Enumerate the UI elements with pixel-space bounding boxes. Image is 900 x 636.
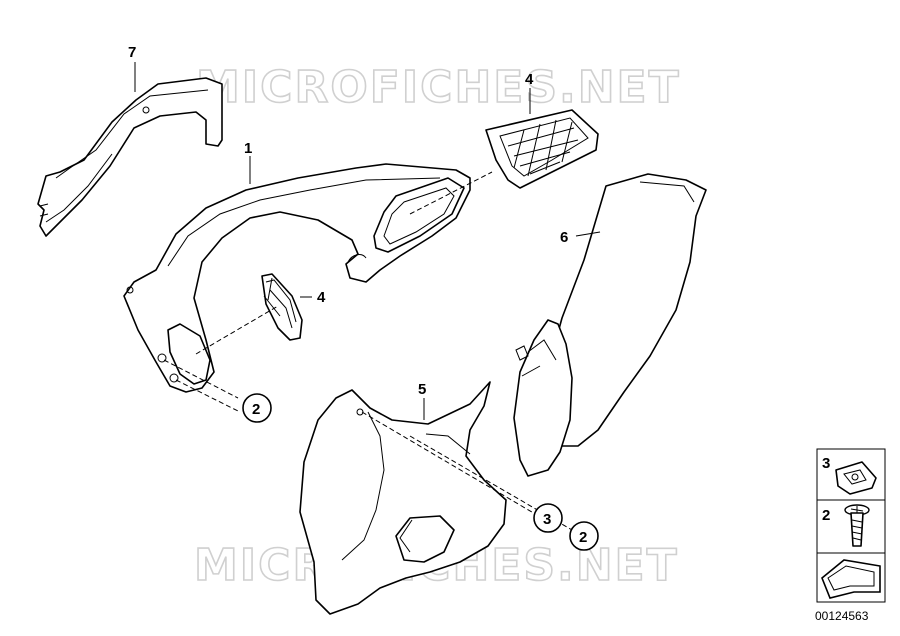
part-7-bracket[interactable] [37, 77, 223, 237]
callout-circle-2-right: 2 [569, 521, 599, 551]
callout-1: 1 [244, 140, 252, 157]
screw-icon [844, 504, 870, 547]
assembly-line-grille-top [409, 171, 493, 215]
assembly-line-clip-right [361, 411, 543, 519]
callout-circle-3: 3 [533, 503, 563, 533]
part-6-side-panel[interactable] [513, 173, 707, 477]
legend-label-2: 2 [822, 507, 830, 524]
callout-5: 5 [418, 381, 426, 398]
callout-6: 6 [560, 229, 568, 246]
arrow-symbol-icon [821, 559, 881, 599]
assembly-line-screw-left-b [175, 379, 241, 413]
fastener-legend: 3 2 [816, 448, 886, 603]
part-5-lower-cover[interactable] [299, 381, 507, 615]
legend-label-3: 3 [822, 455, 830, 472]
svg-text:2: 2 [579, 529, 587, 546]
callout-circle-2-left: 2 [242, 393, 272, 423]
part-1-frame-cover[interactable] [123, 163, 471, 393]
callout-4-top: 4 [525, 71, 534, 88]
part-4-mid-grille[interactable] [261, 273, 303, 341]
callout-4-mid: 4 [317, 289, 326, 306]
clip-nut-icon [835, 461, 877, 495]
watermark-top: MICROFICHES.NET [196, 62, 681, 113]
part-4-top-grille[interactable] [485, 109, 599, 189]
svg-text:2: 2 [252, 401, 260, 418]
callout-7: 7 [128, 44, 136, 61]
leader-6 [575, 231, 601, 237]
svg-text:3: 3 [543, 511, 551, 528]
reference-number: 00124563 [815, 609, 869, 623]
assembly-line-screw-left-a [163, 359, 239, 399]
